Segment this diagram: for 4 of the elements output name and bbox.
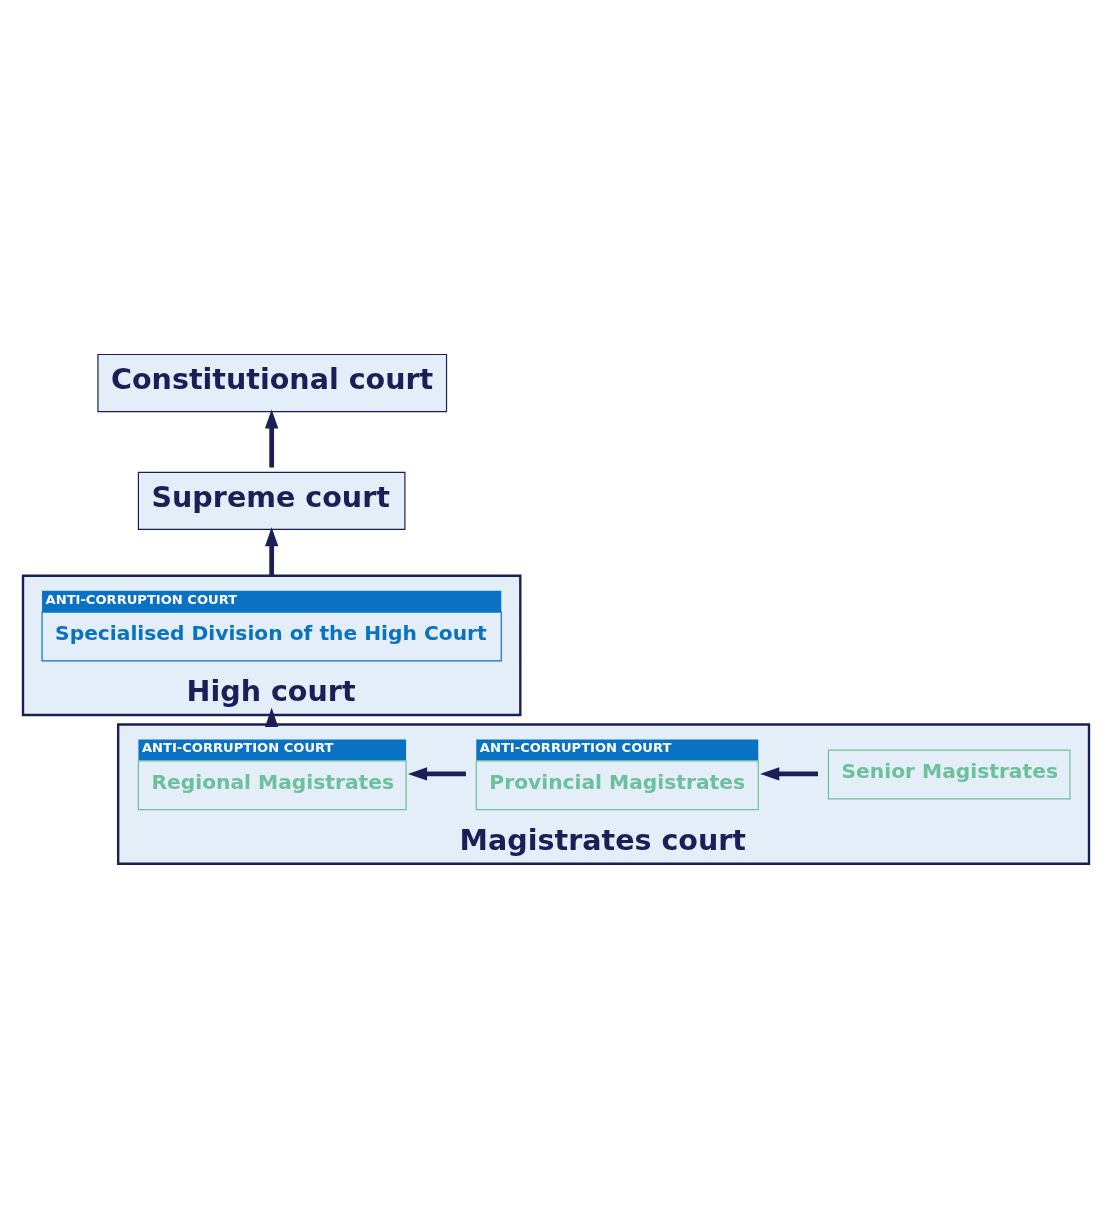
arrow <box>760 766 818 781</box>
arrow <box>264 526 279 576</box>
arrow <box>264 408 279 467</box>
arrow <box>407 766 466 781</box>
